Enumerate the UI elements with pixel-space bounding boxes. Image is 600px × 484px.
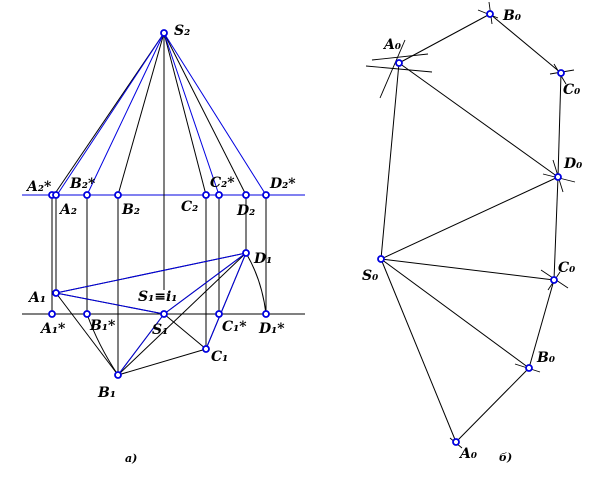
point-b0-top [486,10,494,18]
label-b0-top: B₀ [502,8,521,24]
label-a1: A₁ [27,290,46,306]
label-c2-star: C₂* [210,175,235,191]
point-c1-star [215,310,223,318]
point-d2 [242,191,250,199]
upper-row-points [48,29,270,199]
label-s1-eq-i1: S₁≡i₁ [138,289,177,305]
development-edges [380,13,562,443]
development-points [377,10,565,446]
point-a0-top [395,59,403,67]
point-b2-star [83,191,91,199]
label-a0-top: A₀ [382,37,401,53]
label-b2-star: B₂* [69,176,96,192]
point-c0-bottom [550,276,558,284]
label-d0: D₀ [563,156,582,172]
point-a0-bottom [452,438,460,446]
label-b1-star: B₁* [89,318,116,334]
label-s1: S₁ [152,322,168,338]
point-d1 [242,249,250,257]
label-c0-top: C₀ [563,82,580,98]
label-a2-star: A₂* [25,179,52,195]
construction-ticks [365,1,576,449]
apex-lines-blue [56,32,267,196]
point-b0-bottom [525,364,533,372]
point-s2 [160,29,168,37]
horizontal-projection-blue [55,252,247,376]
point-c2 [202,191,210,199]
label-d1-star: D₁* [258,321,285,337]
projection-lines [51,195,267,375]
point-a2 [52,191,60,199]
label-s2: S₂ [174,23,190,39]
point-d1-star [262,310,270,318]
label-c2: C₂ [181,199,198,215]
point-c2-star [215,191,223,199]
label-s0: S₀ [362,268,378,284]
caption-b: б) [499,451,512,464]
point-b1 [114,371,122,379]
label-d2: D₂ [236,203,255,219]
point-d2-star [262,191,270,199]
point-s0 [377,255,385,263]
point-a1-star [48,310,56,318]
caption-a: a) [125,452,137,465]
point-a1 [52,289,60,297]
label-d1: D₁ [253,251,272,267]
point-s1 [160,310,168,318]
label-a1-star: A₁* [39,321,66,337]
label-a2: A₂ [58,202,77,218]
left-figure: S₂ A₂* A₂ B₂* B₂ C₂ C₂* D₂ D₂* A₁ D₁ S₁≡… [22,23,305,465]
label-c1: C₁ [211,349,228,365]
label-a0-bottom: A₀ [458,446,477,462]
point-c1 [202,345,210,353]
point-b1-star [83,310,91,318]
lower-points [48,249,270,379]
right-figure: A₀ B₀ C₀ D₀ S₀ C₀ B₀ A₀ б) [362,1,582,464]
apex-lines-black [53,32,247,290]
label-c1-star: C₁* [222,319,247,335]
point-c0-top [557,69,565,77]
point-d0 [554,173,562,181]
label-b2: B₂ [121,202,140,218]
label-b0-bottom: B₀ [536,350,555,366]
label-c0-bottom: C₀ [558,260,575,276]
point-b2 [114,191,122,199]
label-d2-star: D₂* [269,176,296,192]
label-b1: B₁ [97,385,116,401]
